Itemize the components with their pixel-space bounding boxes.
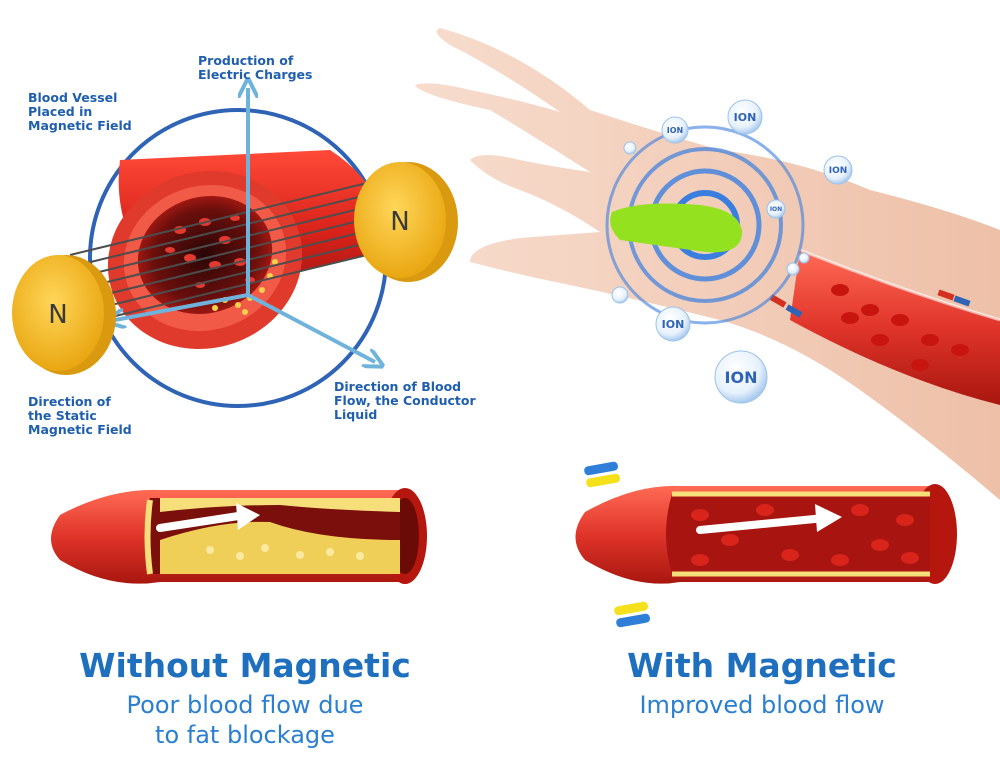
ion-bubble — [798, 252, 810, 264]
magnet-right: N — [354, 162, 458, 282]
magnet-left: N — [12, 255, 116, 375]
with-title: With Magnetic — [627, 646, 897, 685]
ion-bubble: ION — [823, 155, 853, 185]
svg-text:ION: ION — [662, 318, 685, 331]
ion-bubble: ION — [661, 116, 689, 144]
svg-text:ION: ION — [770, 206, 782, 213]
ion-bubble — [623, 141, 637, 155]
ion-bubble: ION — [766, 199, 786, 219]
vessel-healthy — [575, 461, 957, 628]
ion-bubble — [611, 286, 629, 304]
label-blood-flow: Direction of Blood Flow, the Conductor L… — [334, 379, 476, 422]
without-subtitle: Poor blood flow due to fat blockage — [126, 691, 364, 749]
label-static-field: Direction of the Static Magnetic Field — [28, 394, 132, 437]
with-subtitle: Improved blood flow — [639, 691, 885, 719]
axis-arrows — [115, 88, 375, 362]
magnet-left-label: N — [48, 300, 67, 330]
ion-bubble: ION — [714, 350, 768, 404]
without-title: Without Magnetic — [79, 646, 411, 685]
mini-magnet-top — [584, 461, 620, 488]
vessel-blocked — [51, 488, 427, 584]
ion-bubble: ION — [727, 99, 763, 135]
ion-bubble: ION — [655, 306, 691, 342]
vein-tube — [769, 248, 1000, 405]
healthy-cells — [691, 504, 919, 566]
svg-text:ION: ION — [829, 166, 848, 176]
mini-magnet-bottom — [614, 601, 650, 628]
svg-text:ION: ION — [667, 126, 683, 135]
green-thumb — [610, 203, 742, 253]
hand-illustration: ION ION ION ION ION ION — [415, 28, 1000, 500]
ion-bubbles: ION ION ION ION ION ION — [611, 99, 853, 404]
label-blood-vessel: Blood Vessel Placed in Magnetic Field — [28, 90, 132, 133]
svg-text:ION: ION — [725, 368, 758, 387]
ion-bubble — [786, 262, 800, 276]
magnetic-field-diagram: N N — [12, 88, 458, 408]
fat-deposits — [206, 544, 364, 560]
label-production: Production of Electric Charges — [198, 53, 313, 82]
svg-text:ION: ION — [734, 111, 757, 124]
magnet-right-label: N — [390, 207, 409, 237]
